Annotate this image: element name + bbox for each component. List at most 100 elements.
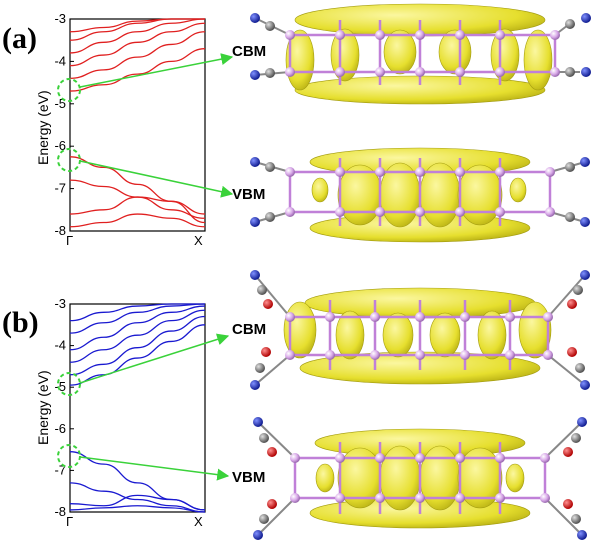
atom-n [253, 417, 263, 427]
atom-n [253, 530, 263, 540]
band-line-b-8 [69, 494, 206, 511]
atom-o [267, 447, 277, 457]
y-tick-label-a-0: -3 [54, 11, 66, 26]
atom-c [265, 212, 275, 222]
vbm-marker-b [57, 444, 81, 468]
end-groups-vbm-a [250, 157, 590, 227]
atom-n [250, 13, 260, 23]
x-tick-gamma-b: Γ [66, 514, 73, 529]
atom-n [577, 530, 587, 540]
y-tick-label-b-3: -6 [54, 421, 66, 436]
band-lines-a [69, 18, 206, 228]
band-line-a-2 [69, 22, 206, 67]
atom-c [565, 67, 575, 77]
atom-c [565, 162, 575, 172]
panel-label-b: (b) [2, 306, 39, 339]
arrow-cbm-a [79, 53, 234, 88]
atom-c [257, 285, 267, 295]
y-tick-label-a-5: -8 [54, 223, 66, 238]
y-tick-label-b-5: -8 [54, 504, 66, 519]
y-ticks-b: -3 -4 -5 -6 -7 -8 [54, 296, 74, 519]
band-line-b-4 [69, 303, 206, 334]
atom-n [580, 217, 590, 227]
atom-c [259, 433, 269, 443]
panel-a: (a) -3-4-5-6-7-8 Γ X Energy (eV) CBM VBM [2, 3, 591, 248]
atom-c [259, 514, 269, 524]
atoms-cbm-b [285, 312, 553, 360]
band-line-a-1 [69, 31, 206, 80]
vbm-structure-a [250, 147, 590, 243]
atoms-vbm-b [290, 453, 550, 503]
atom-o [263, 299, 273, 309]
plot-frame-a [69, 18, 206, 232]
band-line-a-7 [69, 179, 206, 219]
band-line-b-7 [69, 482, 206, 513]
atom-n [580, 380, 590, 390]
band-plot-b: -3 -4 -5 -6 -7 -8 Γ X Energy (eV) [35, 296, 206, 529]
panel-b: (b) -3 -4 -5 -6 -7 -8 Γ X Energy (eV) CBM VBM [2, 270, 590, 540]
band-line-a-6 [69, 156, 206, 215]
atom-c [573, 285, 583, 295]
atom-o [261, 347, 271, 357]
vbm-marker-a [57, 148, 81, 172]
band-line-a-0 [69, 48, 206, 92]
cbm-structure-b [250, 270, 590, 390]
y-tick-label-a-1: -4 [54, 53, 66, 68]
cbm-marker-a [57, 78, 81, 102]
y-tick-label-b-2: -5 [54, 379, 66, 394]
band-plot-a: -3-4-5-6-7-8 Γ X Energy (eV) [35, 11, 206, 248]
band-line-a-9 [69, 213, 206, 228]
atoms-cbm-a [285, 30, 560, 77]
vbm-label-b: VBM [232, 469, 265, 486]
atom-n [580, 270, 590, 280]
atom-c [575, 363, 585, 373]
atom-o [567, 347, 577, 357]
atom-c [265, 162, 275, 172]
atom-n [581, 13, 591, 23]
atom-o [563, 447, 573, 457]
atom-c [565, 19, 575, 29]
y-axis-label-a: Energy (eV) [35, 90, 51, 165]
band-line-b-2 [69, 309, 206, 363]
y-tick-label-b-4: -7 [54, 462, 66, 477]
atom-n [250, 70, 260, 80]
y-ticks-a: -3-4-5-6-7-8 [54, 11, 74, 238]
band-lines-b [69, 303, 206, 513]
y-tick-label-b-0: -3 [54, 296, 66, 311]
band-line-b-5 [69, 303, 205, 322]
atom-o [267, 499, 277, 509]
band-line-b-9 [69, 505, 206, 513]
arrow-cbm-b [79, 333, 230, 384]
cbm-marker-b [57, 372, 81, 396]
isosurface-cbm-a [285, 3, 553, 105]
atom-o [563, 499, 573, 509]
cbm-label-b: CBM [232, 321, 266, 338]
atom-n [250, 217, 260, 227]
y-tick-label-a-3: -6 [54, 138, 66, 153]
y-axis-label-b: Energy (eV) [35, 370, 51, 445]
x-tick-x-b: X [194, 514, 203, 529]
band-line-b-3 [69, 305, 206, 351]
atom-n [577, 417, 587, 427]
y-tick-label-b-1: -4 [54, 338, 66, 353]
end-groups-cbm-b [250, 270, 590, 390]
atoms-vbm-a [285, 167, 555, 217]
band-line-a-3 [69, 18, 206, 54]
panel-label-a: (a) [2, 22, 37, 55]
band-line-b-0 [69, 324, 206, 386]
arrow-vbm-a [79, 160, 234, 198]
vbm-label-a: VBM [232, 186, 265, 203]
band-line-a-8 [69, 196, 206, 224]
vbm-structure-b [253, 417, 587, 540]
x-tick-x-a: X [194, 233, 203, 248]
atom-c [265, 21, 275, 31]
arrow-vbm-b [79, 456, 230, 481]
band-line-b-6 [69, 451, 206, 511]
cbm-label-a: CBM [232, 43, 266, 60]
cbm-structure-a [250, 3, 591, 105]
atom-c [265, 68, 275, 78]
end-groups-vbm-b [253, 417, 587, 540]
atom-c [571, 433, 581, 443]
plot-frame-b [69, 303, 206, 513]
